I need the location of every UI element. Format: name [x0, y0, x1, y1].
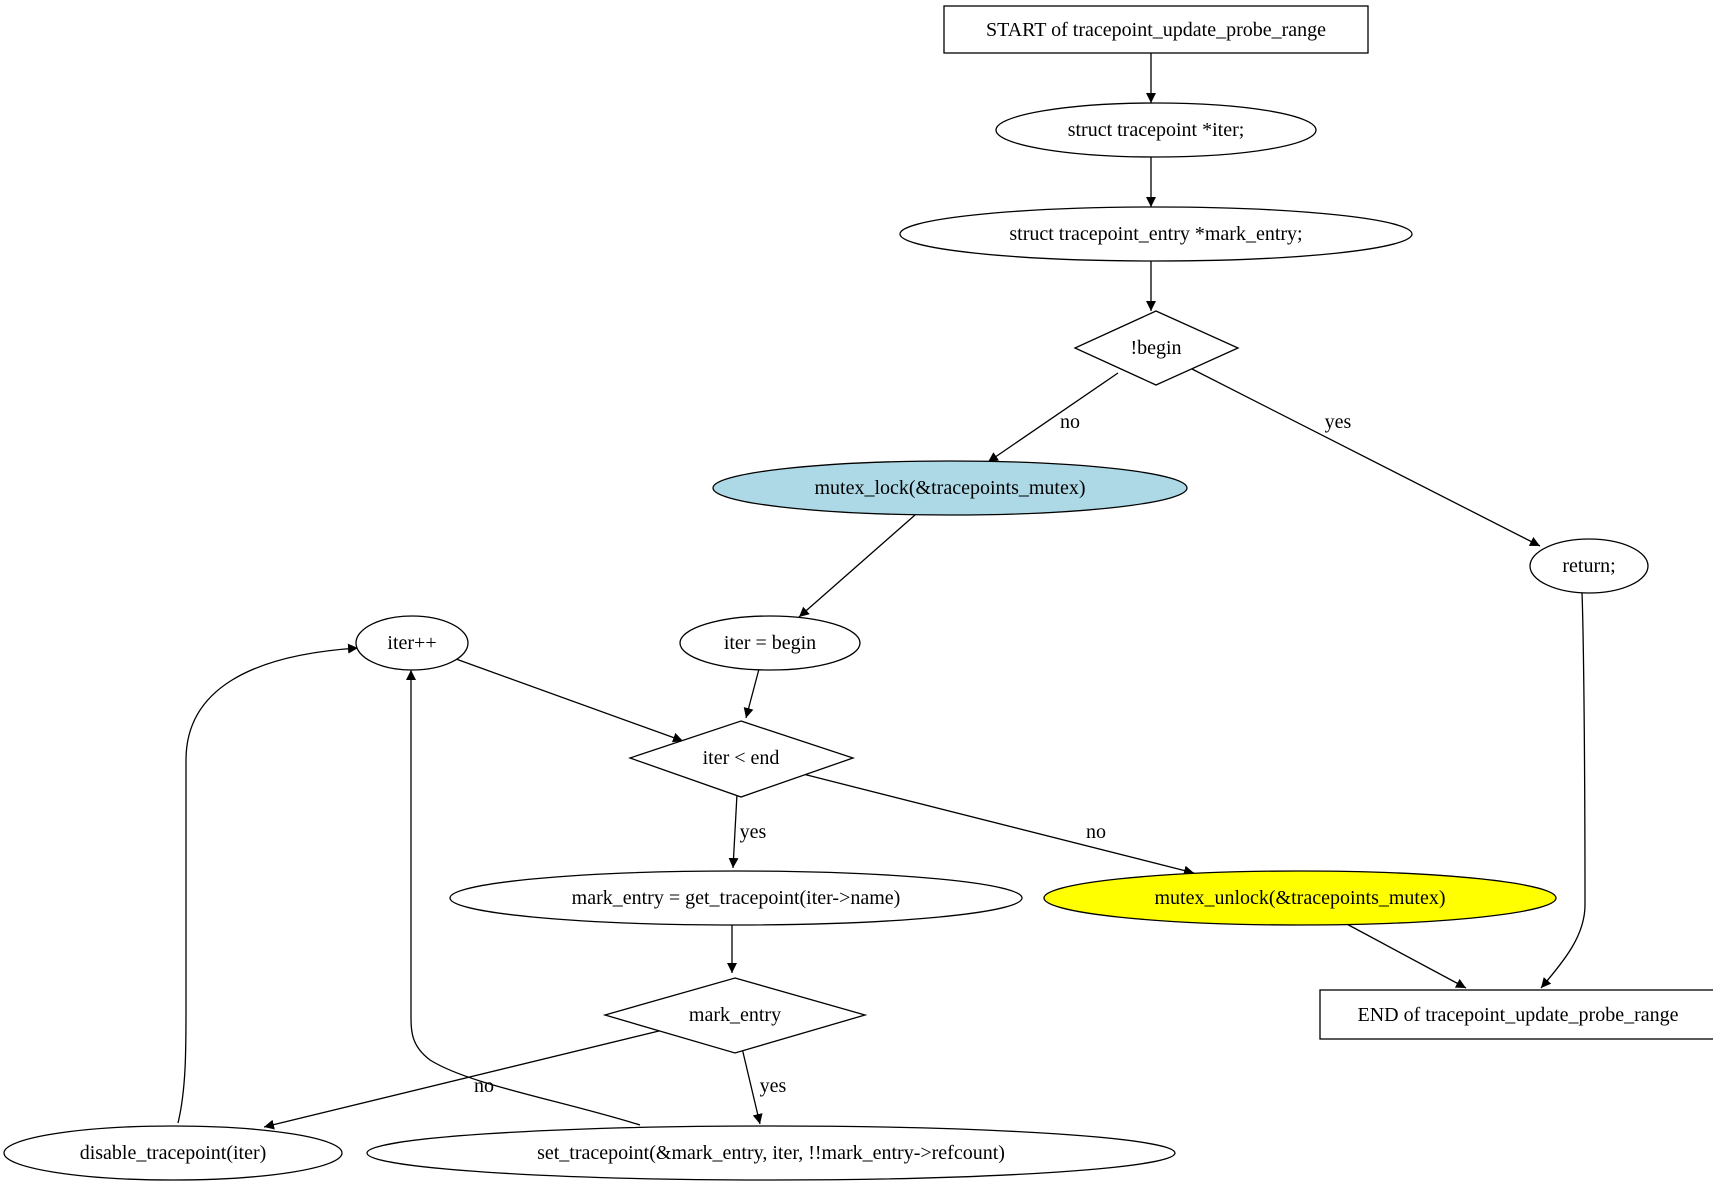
edge-label-begin-no: no [1060, 411, 1080, 433]
node-end: END of tracepoint_update_probe_range [1319, 989, 1713, 1040]
edge-disable-to-iter-inc [177, 643, 359, 1124]
edge-label-loop-yes: yes [740, 821, 767, 843]
edge-label-begin-yes: yes [1325, 411, 1352, 433]
node-get-entry-label: mark_entry = get_tracepoint(iter->name) [572, 887, 901, 909]
node-end-label: END of tracepoint_update_probe_range [1358, 1004, 1679, 1026]
edge-label-mark-yes: yes [760, 1075, 787, 1097]
node-start: START of tracepoint_update_probe_range [943, 5, 1369, 54]
node-set: set_tracepoint(&mark_entry, iter, !!mark… [366, 1125, 1176, 1181]
node-cond-mark: mark_entry [602, 977, 868, 1054]
edge-return-to-end [1540, 591, 1586, 989]
node-cond-mark-label: mark_entry [689, 1004, 781, 1026]
edge-label-loop-no: no [1086, 821, 1106, 843]
edge-cond-mark-to-disable [263, 1029, 664, 1130]
node-cond-begin-label: !begin [1130, 337, 1181, 359]
edge-set-to-iter-inc [406, 670, 641, 1126]
edge-lock-to-iter-init [798, 514, 916, 618]
node-return: return; [1529, 538, 1649, 594]
node-disable: disable_tracepoint(iter) [3, 1125, 343, 1181]
node-cond-loop-label: iter < end [703, 747, 780, 769]
edge-cond-loop-to-get-entry [728, 793, 739, 869]
edge-unlock-to-end [1342, 921, 1467, 989]
node-unlock-label: mutex_unlock(&tracepoints_mutex) [1154, 887, 1445, 909]
node-decl-mark-label: struct tracepoint_entry *mark_entry; [1009, 223, 1302, 245]
node-decl-iter-label: struct tracepoint *iter; [1068, 119, 1245, 141]
node-set-label: set_tracepoint(&mark_entry, iter, !!mark… [537, 1142, 1005, 1164]
node-iter-init: iter = begin [679, 615, 861, 671]
node-cond-begin: !begin [1073, 310, 1240, 386]
node-decl-mark: struct tracepoint_entry *mark_entry; [899, 206, 1413, 262]
node-decl-iter: struct tracepoint *iter; [995, 102, 1317, 158]
edge-cond-begin-to-return [1191, 368, 1541, 547]
edge-cond-begin-to-lock [987, 372, 1119, 463]
node-return-label: return; [1562, 555, 1615, 577]
edge-label-mark-no: no [474, 1075, 494, 1097]
node-iter-inc: iter++ [355, 615, 469, 671]
node-iter-inc-label: iter++ [387, 632, 436, 654]
edge-iter-inc-to-cond-loop [455, 658, 684, 743]
edge-iter-init-to-cond-loop [743, 668, 760, 719]
node-unlock: mutex_unlock(&tracepoints_mutex) [1043, 870, 1557, 926]
node-disable-label: disable_tracepoint(iter) [80, 1142, 267, 1164]
node-start-label: START of tracepoint_update_probe_range [986, 19, 1326, 41]
node-get-entry: mark_entry = get_tracepoint(iter->name) [449, 870, 1023, 926]
edge-cond-loop-to-unlock [802, 773, 1195, 876]
edge-cond-mark-to-set [741, 1047, 763, 1125]
node-iter-init-label: iter = begin [724, 632, 816, 654]
node-lock: mutex_lock(&tracepoints_mutex) [712, 460, 1188, 516]
node-cond-loop: iter < end [627, 720, 856, 798]
node-lock-label: mutex_lock(&tracepoints_mutex) [814, 477, 1085, 499]
